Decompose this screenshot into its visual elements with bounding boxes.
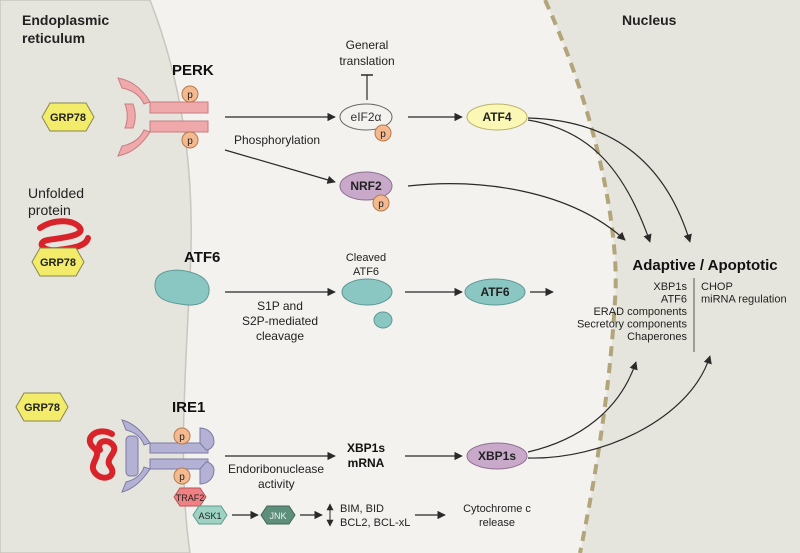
cleaved-atf6-fragment [341,278,393,306]
atf4-label: ATF4 [482,110,511,124]
phospho-badge: p [374,124,392,142]
svg-text:ASK1: ASK1 [198,511,221,521]
xbp1s-node [466,442,528,470]
unfolded-protein-squiggle-ire1 [86,428,118,481]
cleaved-atf6-line1: Cleaved [346,252,386,264]
traf2-node: TRAF2 [173,487,207,507]
atf4-to-outcome-arrow-1 [527,119,652,243]
svg-text:p: p [187,90,193,101]
s1p-line2: S2P-mediated [242,314,318,328]
endoribo-line2: activity [258,477,295,491]
phosphorylation-label: Phosphorylation [234,133,320,147]
adaptive-item: Chaperones [627,331,687,343]
bim-line2: BCL2, BCL-xL [340,517,410,529]
atf4-node [466,103,528,131]
grp78-badge-top: GRP78 [41,102,95,132]
general-translation-line2: translation [339,54,394,68]
apoptotic-item: miRNA regulation [701,294,787,306]
general-translation-line1: General [346,38,389,52]
atf6-active-node [464,278,526,306]
nrf2-label: NRF2 [350,179,382,193]
grp78-label: GRP78 [24,402,60,414]
svg-text:p: p [378,199,384,210]
svg-text:p: p [179,432,185,443]
phospho-badge: p [173,427,191,445]
adaptive-item: ERAD components [593,306,687,318]
perk-to-nrf2-arrow [224,149,336,184]
phospho-badge: p [173,467,191,485]
adaptive-item: XBP1s [653,281,687,293]
jnk-node: JNK [260,505,296,525]
s1p-line3: cleavage [256,329,304,343]
unfolded-label-line1: Unfolded [28,185,84,201]
atf4-to-outcome-arrow-2 [527,117,692,243]
outcome-title: Adaptive / Apoptotic [632,257,777,274]
svg-text:p: p [179,472,185,483]
xbp1s-to-outcome-arrow-2 [527,355,712,459]
phospho-badge: p [372,194,390,212]
cleaved-atf6-small-fragment [373,311,393,329]
phospho-badge: p [181,85,199,103]
er-title-line2: reticulum [22,30,85,46]
svg-text:p: p [380,129,386,140]
grp78-label: GRP78 [50,112,86,124]
xbp1s-mrna-line2: mRNA [348,456,385,470]
er-title-line1: Endoplasmic [22,12,109,28]
cyto-line1: Cytochrome c [463,503,531,515]
perk-label: PERK [172,62,214,79]
nrf2-node [339,171,393,201]
ire1-receptor [121,419,215,493]
endoribo-line1: Endoribonuclease [228,462,324,476]
eif2a-node [339,103,393,131]
cyto-line2: release [479,517,515,529]
xbp1s-to-outcome-arrow-1 [527,361,638,453]
nucleus-region [545,0,800,553]
nucleus-title: Nucleus [622,12,677,28]
s1p-line1: S1P and [257,299,303,313]
ire1-label: IRE1 [172,399,205,416]
xbp1s-label: XBP1s [478,449,516,463]
phospho-badge: p [181,131,199,149]
eif2a-label: eIF2α [351,110,382,124]
grp78-label: GRP78 [40,257,76,269]
atf6-sensor [154,269,210,306]
cleaved-atf6-line2: ATF6 [353,266,379,278]
grp78-badge-bottom: GRP78 [15,392,69,422]
adaptive-item: Secretory components [577,319,688,331]
atf6-sensor-label: ATF6 [184,249,220,266]
svg-text:TRAF2: TRAF2 [176,493,205,503]
nuclear-envelope [543,0,618,553]
nrf2-to-outcome-arrow [407,183,626,241]
apoptotic-item: CHOP [701,281,733,293]
perk-receptor [117,77,209,157]
bim-line1: BIM, BID [340,503,384,515]
svg-text:JNK: JNK [269,511,286,521]
atf6-active-label: ATF6 [480,285,509,299]
svg-text:p: p [187,136,193,147]
adaptive-item: ATF6 [661,294,687,306]
unfolded-label-line2: protein [28,202,71,218]
xbp1s-mrna-line1: XBP1s [347,441,385,455]
grp78-badge-middle: GRP78 [31,247,85,277]
ask1-node: ASK1 [192,505,228,525]
